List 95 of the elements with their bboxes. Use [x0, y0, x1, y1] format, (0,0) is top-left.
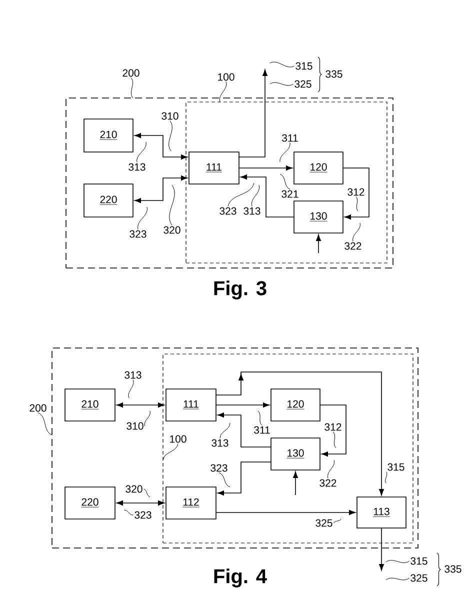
leader-line: [386, 560, 410, 563]
block-box: 111: [188, 152, 240, 184]
reference-numeral: 321: [282, 190, 298, 198]
double-arrow: [134, 176, 188, 203]
block-box: 210: [64, 388, 116, 422]
leader-line: [270, 82, 294, 86]
leader-line: [220, 422, 230, 439]
reference-numeral: 312: [324, 423, 342, 431]
arrow: [238, 69, 268, 158]
block-box: 112: [166, 486, 216, 520]
arrow: [238, 166, 293, 170]
leader-line: [168, 120, 172, 152]
reference-numeral: 313: [244, 207, 260, 215]
leader-line: [218, 472, 230, 488]
reference-numeral: 323: [210, 464, 228, 472]
reference-numeral: 312: [348, 188, 364, 196]
leader-line: [327, 460, 335, 479]
leader-line: [251, 184, 260, 207]
reference-numeral: 310: [162, 112, 178, 120]
leader-line: [136, 142, 146, 163]
arrow: [216, 510, 356, 515]
reference-numeral: 313: [128, 163, 146, 171]
reference-numeral: 320: [164, 226, 180, 234]
reference-numeral: 322: [344, 242, 362, 250]
arrow: [240, 174, 294, 218]
leader-line: [334, 518, 342, 524]
arrow: [216, 402, 270, 408]
reference-numeral: 100: [170, 435, 186, 443]
arrow: [316, 234, 321, 254]
reference-numeral: 200: [122, 69, 140, 77]
reference-numeral: 322: [320, 479, 336, 487]
reference-numeral: 335: [444, 565, 462, 573]
block-box: 113: [356, 496, 406, 528]
leader-line: [124, 510, 134, 516]
leader-line: [130, 77, 134, 98]
leader-line: [280, 174, 290, 190]
reference-numeral: 313: [124, 371, 142, 379]
leader-line: [386, 578, 410, 580]
reference-numeral: 100: [218, 73, 234, 81]
leader-line: [128, 379, 134, 398]
leader-line: [162, 443, 178, 460]
reference-numeral: 315: [388, 463, 404, 471]
reference-numeral: 315: [296, 62, 312, 70]
leader-line: [38, 412, 52, 436]
leader-line: [280, 142, 290, 162]
double-arrow: [116, 500, 165, 506]
arrow: [293, 471, 298, 496]
block-box: 120: [294, 152, 344, 184]
reference-numeral: 323: [134, 511, 152, 519]
double-arrow: [134, 133, 188, 160]
reference-numeral: 325: [316, 519, 332, 527]
leader-line: [228, 182, 254, 207]
block-box: 210: [84, 118, 134, 152]
leader-line: [144, 410, 150, 426]
reference-numeral: 325: [294, 80, 312, 88]
reference-numeral: 311: [254, 426, 270, 434]
reference-numeral: 320: [126, 485, 142, 493]
block-box: 120: [270, 388, 320, 422]
leader-line: [385, 471, 388, 484]
arrow: [217, 412, 272, 448]
reference-numeral: 200: [30, 404, 46, 412]
leader-line: [258, 410, 262, 426]
reference-numeral: 313: [212, 439, 228, 447]
reference-numeral: 323: [130, 230, 146, 238]
dashed-box: [66, 98, 394, 268]
reference-numeral: 310: [126, 422, 144, 430]
block-box: 220: [84, 184, 134, 218]
arrow: [320, 404, 346, 456]
block-box: 130: [294, 200, 344, 234]
figure-caption: Fig. 4: [214, 568, 267, 588]
figure-caption: Fig. 3: [214, 280, 266, 300]
reference-numeral: 325: [410, 574, 428, 582]
leader-line: [332, 431, 336, 448]
leader-line: [270, 62, 294, 68]
leader-line: [219, 81, 227, 102]
dashed-box: [52, 348, 418, 548]
block-box: 111: [166, 388, 216, 422]
leader-line: [356, 196, 358, 212]
arrow: [216, 372, 384, 496]
arrow: [342, 168, 370, 220]
reference-numeral: 315: [410, 557, 428, 565]
dashed-box: [186, 102, 388, 264]
leader-line: [169, 184, 175, 226]
leader-line: [138, 206, 148, 230]
dashed-box: [162, 354, 414, 544]
leader-line: [352, 222, 360, 242]
double-arrow: [116, 402, 165, 408]
reference-numeral: 311: [282, 134, 298, 142]
leader-line: [144, 488, 150, 498]
reference-numeral: 323: [220, 207, 236, 215]
block-box: 220: [64, 486, 116, 520]
reference-numeral: 335: [326, 70, 342, 78]
block-box: 130: [270, 438, 320, 470]
arrow: [217, 462, 272, 496]
arrow: [379, 528, 384, 571]
